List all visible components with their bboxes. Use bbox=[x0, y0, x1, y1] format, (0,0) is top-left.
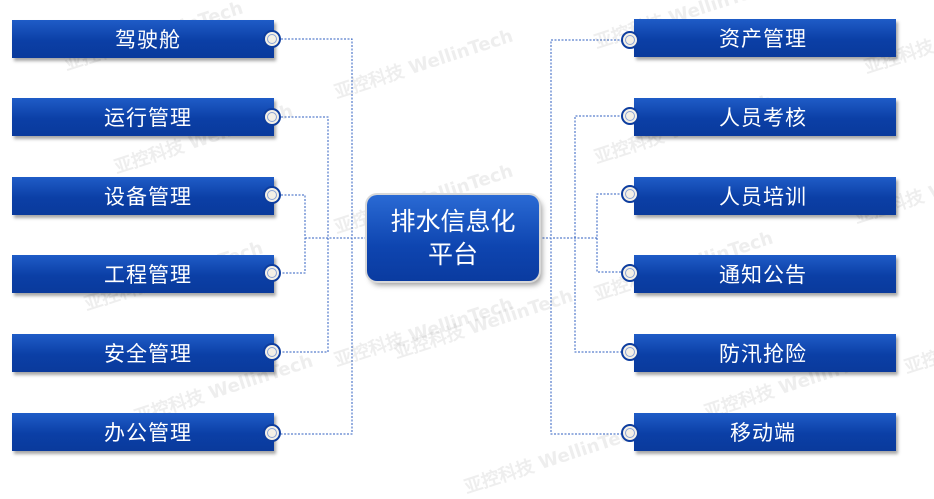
module-cockpit[interactable]: 驾驶舱 bbox=[12, 20, 274, 58]
module-label: 设备管理 bbox=[104, 185, 192, 209]
module-label: 安全管理 bbox=[104, 342, 192, 366]
connector-line bbox=[596, 193, 630, 273]
node-circle-icon bbox=[263, 264, 281, 282]
node-circle-icon bbox=[621, 264, 639, 282]
module-label: 驾驶舱 bbox=[115, 28, 181, 52]
module-label: 防汛抢险 bbox=[719, 342, 807, 366]
module-office-management[interactable]: 办公管理 bbox=[12, 413, 274, 451]
node-circle-icon bbox=[263, 30, 281, 48]
module-operation-management[interactable]: 运行管理 bbox=[12, 98, 274, 136]
center-title-line-2: 平台 bbox=[427, 240, 478, 269]
node-circle-icon bbox=[621, 424, 639, 442]
module-label: 通知公告 bbox=[719, 263, 807, 287]
module-label: 运行管理 bbox=[104, 106, 192, 130]
connector-line bbox=[281, 194, 306, 274]
module-notice-announcement[interactable]: 通知公告 bbox=[634, 255, 896, 293]
connector-lines bbox=[281, 38, 630, 435]
module-label: 人员培训 bbox=[719, 185, 807, 209]
node-circle-icon bbox=[621, 343, 639, 361]
node-circle-icon bbox=[263, 424, 281, 442]
module-personnel-training[interactable]: 人员培训 bbox=[634, 177, 896, 215]
module-label: 办公管理 bbox=[104, 421, 192, 445]
module-label: 移动端 bbox=[730, 421, 796, 445]
node-circle-icon bbox=[263, 343, 281, 361]
module-label: 工程管理 bbox=[104, 263, 192, 287]
module-personnel-assessment[interactable]: 人员考核 bbox=[634, 98, 896, 136]
connector-line bbox=[574, 115, 630, 353]
connector-line bbox=[550, 39, 630, 435]
module-label: 资产管理 bbox=[719, 27, 807, 51]
node-circle-icon bbox=[621, 107, 639, 125]
module-label: 人员考核 bbox=[719, 106, 807, 130]
center-title-line-1: 排水信息化 bbox=[390, 207, 516, 236]
connector-line bbox=[281, 116, 329, 353]
node-circle-icon bbox=[263, 108, 281, 126]
module-flood-control[interactable]: 防汛抢险 bbox=[634, 334, 896, 372]
module-asset-management[interactable]: 资产管理 bbox=[634, 19, 896, 57]
module-mobile[interactable]: 移动端 bbox=[634, 413, 896, 451]
module-equipment-management[interactable]: 设备管理 bbox=[12, 177, 274, 215]
node-circle-icon bbox=[263, 186, 281, 204]
node-circle-icon bbox=[621, 31, 639, 49]
center-platform-node[interactable]: 排水信息化 平台 bbox=[367, 195, 539, 281]
node-circle-icon bbox=[621, 185, 639, 203]
module-engineering-management[interactable]: 工程管理 bbox=[12, 255, 274, 293]
module-safety-management[interactable]: 安全管理 bbox=[12, 334, 274, 372]
connector-line bbox=[281, 38, 353, 435]
